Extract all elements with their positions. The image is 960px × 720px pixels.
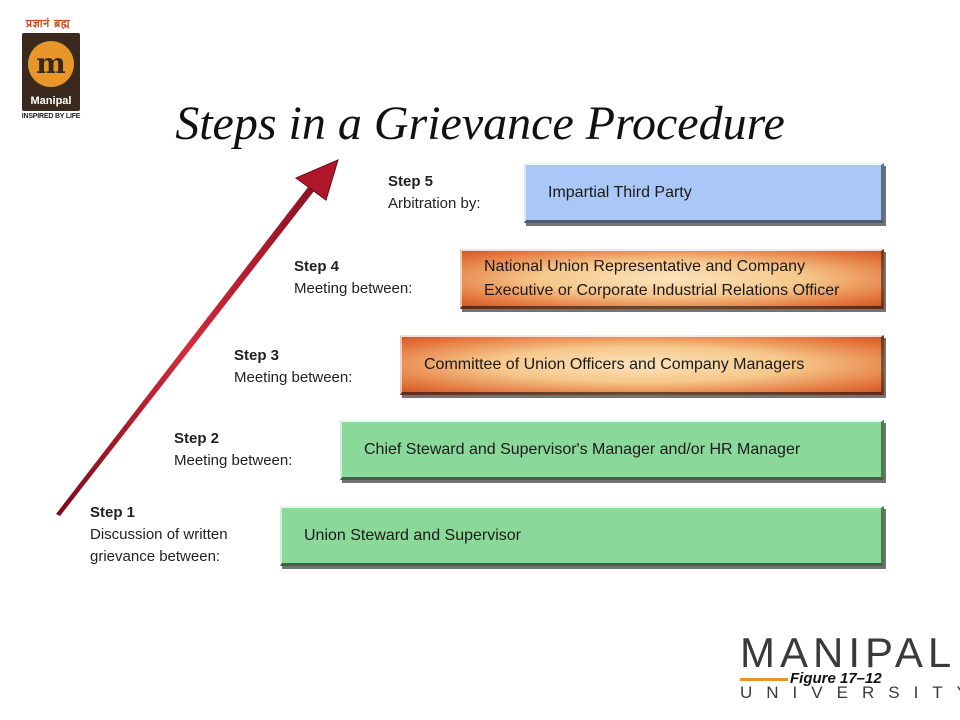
logo-tagline: INSPIRED BY LIFE (21, 113, 81, 120)
step-3-number: Step 3 (234, 347, 280, 364)
figure-caption: Figure 17–12 (790, 670, 882, 687)
step-2-box-text: Chief Steward and Supervisor's Manager a… (364, 440, 801, 458)
step-2-number: Step 2 (174, 430, 220, 447)
brand-subtitle: UNIVERSITY (740, 683, 960, 702)
step-2-desc: Meeting between: (174, 452, 293, 469)
step-4-box: National Union Representative and Compan… (460, 249, 884, 309)
step-4-box-line2: Executive or Corporate Industrial Relati… (484, 281, 840, 299)
step-3-label: Step 3 Meeting between: (234, 345, 352, 389)
step-1-number: Step 1 (90, 504, 136, 521)
arrow-head (294, 159, 339, 201)
step-3-box: Committee of Union Officers and Company … (400, 335, 884, 395)
step-5-desc: Arbitration by: (388, 195, 481, 212)
step-4-label: Step 4 Meeting between: (294, 256, 412, 300)
logo-motto: प्रज्ञानं ब्रह्म (25, 17, 71, 30)
arrow-shaft (56, 182, 318, 516)
step-3-box-text: Committee of Union Officers and Company … (424, 355, 805, 373)
step-1-box-text: Union Steward and Supervisor (304, 526, 522, 544)
step-4-number: Step 4 (294, 258, 340, 275)
step-4-box-line1: National Union Representative and Compan… (484, 257, 806, 275)
page-title: Steps in a Grievance Procedure (175, 97, 785, 150)
manipal-university-brand: MANIPAL UNIVERSITY (740, 629, 960, 703)
step-2-box: Chief Steward and Supervisor's Manager a… (340, 420, 884, 480)
manipal-logo: प्रज्ञानं ब्रह्म m Manipal INSPIRED BY L… (22, 16, 88, 120)
step-5-box: Impartial Third Party (524, 163, 884, 223)
brand-name: MANIPAL (740, 629, 957, 676)
logo-name: Manipal (30, 95, 72, 107)
step-5-label: Step 5 Arbitration by: (388, 171, 481, 215)
step-3-desc: Meeting between: (234, 369, 353, 386)
step-1-box: Union Steward and Supervisor (280, 506, 884, 566)
step-5-box-text: Impartial Third Party (548, 183, 692, 201)
step-1-desc-line2: grievance between: (90, 548, 221, 565)
step-5-number: Step 5 (388, 173, 434, 190)
step-1-desc-line1: Discussion of written (90, 526, 228, 543)
step-1-label: Step 1 Discussion of written grievance b… (90, 502, 228, 568)
logo-emblem-icon: m Manipal (22, 33, 80, 111)
step-2-label: Step 2 Meeting between: (174, 428, 292, 472)
step-4-desc: Meeting between: (294, 280, 413, 297)
